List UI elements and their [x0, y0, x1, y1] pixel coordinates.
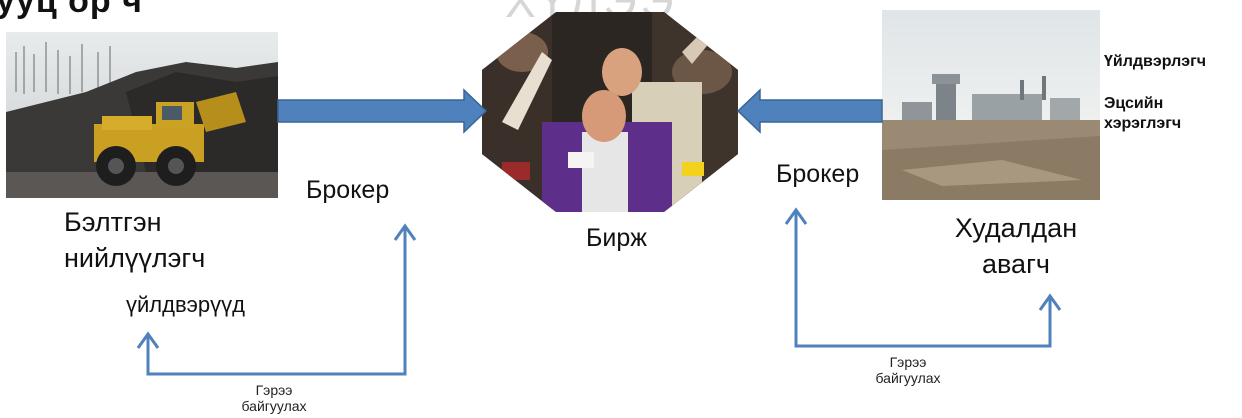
industrial-site-photo: [882, 10, 1100, 200]
right-broker-label: Брокер: [776, 160, 860, 188]
right-contract-label: Гэрээ байгуулах: [848, 354, 968, 386]
mining-truck-photo: [6, 32, 278, 198]
left-contract-line1: Гэрээ: [255, 382, 293, 398]
left-contract-connector: [136, 223, 417, 376]
end-user-label: Эцсийн хэрэглэгч: [1104, 94, 1181, 134]
supplier-label-line1: Бэлтгэн: [64, 207, 162, 237]
left-contract-line2: байгуулах: [241, 398, 307, 414]
supplier-label-line2: нийлүүлэгч: [64, 243, 206, 273]
title-fragment: ууц ор ч: [0, 0, 143, 20]
right-contract-line1: Гэрээ: [889, 354, 927, 370]
arrow-right-to-exchange: [277, 88, 488, 134]
supplier-label: Бэлтгэн нийлүүлэгч: [64, 204, 205, 276]
left-contract-label: Гэрээ байгуулах: [214, 382, 334, 414]
right-contract-connector: [784, 207, 1062, 348]
stock-exchange-traders-photo: [482, 12, 738, 212]
buyer-label-line2: авагч: [982, 249, 1050, 279]
right-contract-line2: байгуулах: [875, 370, 941, 386]
manufacturer-label: Үйлдвэрлэгч: [1104, 53, 1207, 70]
left-broker-label: Брокер: [306, 176, 390, 204]
producers-label: үйлдвэрүүд: [126, 292, 245, 317]
buyer-label-line1: Худалдан: [954, 213, 1078, 243]
end-user-line2: хэрэглэгч: [1104, 115, 1182, 132]
exchange-label: Бирж: [586, 224, 647, 252]
end-user-line1: Эцсийн: [1104, 95, 1164, 112]
buyer-label: Худалдан авагч: [946, 210, 1086, 282]
arrow-left-to-exchange: [736, 88, 883, 134]
